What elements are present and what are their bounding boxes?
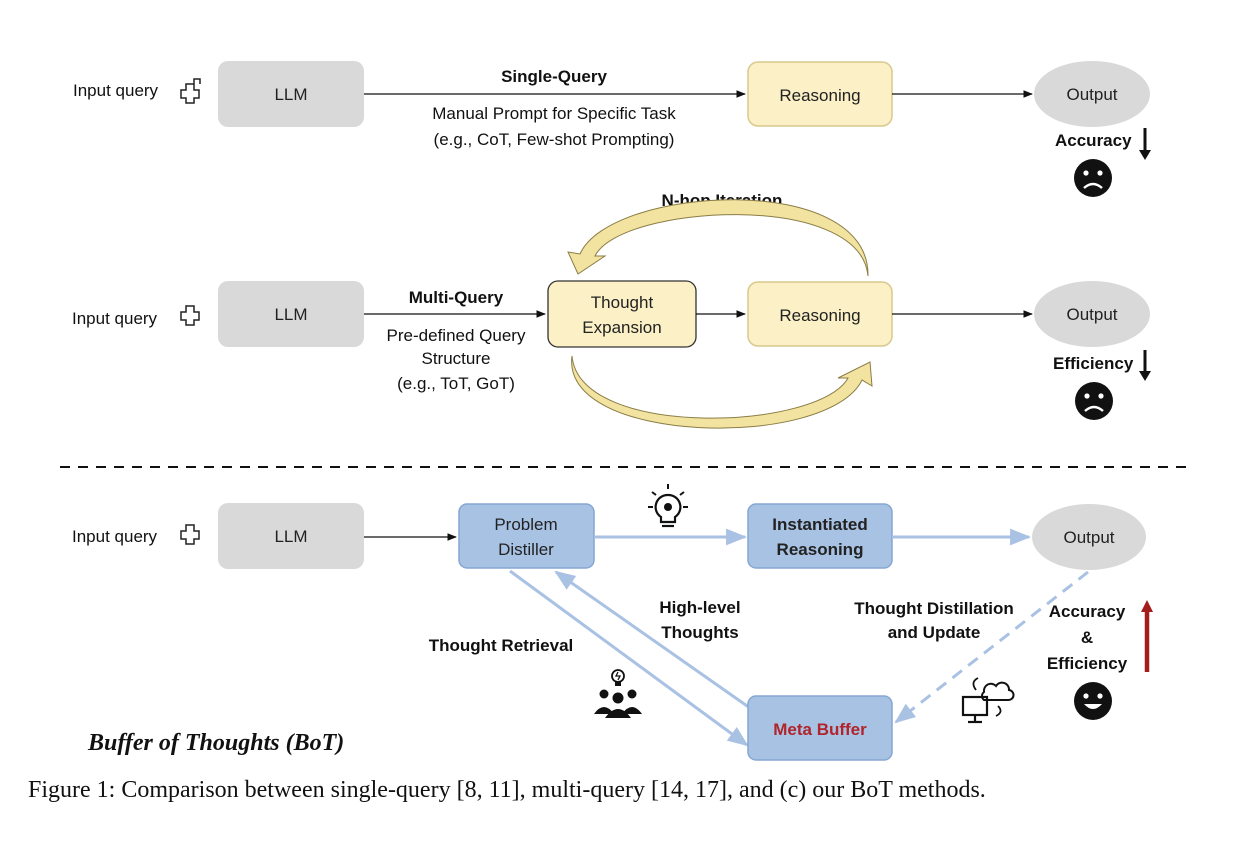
happy-face-icon [1074, 682, 1112, 720]
input-query-label: Input query [72, 309, 158, 328]
sad-face-icon [1075, 382, 1113, 420]
input-query-label: Input query [72, 527, 158, 546]
meta-buffer-box [747, 695, 893, 761]
thought-expansion-box [547, 280, 697, 348]
llm-box [218, 503, 364, 569]
llm-label: LLM [274, 85, 307, 104]
multi-query-title: Multi-Query [409, 288, 504, 307]
computer-cloud-sync-icon [961, 677, 1015, 724]
bot-row: Input query LLM Problem Distiller Instan… [72, 484, 1153, 761]
output-label: Output [1063, 528, 1114, 547]
multi-query-desc-line3: (e.g., ToT, GoT) [397, 374, 515, 393]
thought-expansion-line2: Expansion [582, 318, 661, 337]
output-label: Output [1066, 85, 1117, 104]
accuracy-efficiency-line2: & [1081, 628, 1093, 647]
multi-query-desc-line1: Pre-defined Query [387, 326, 526, 345]
thought-distillation-arrow [894, 570, 1089, 724]
instantiated-reasoning-line1: Instantiated [772, 515, 867, 534]
down-arrow-icon [1139, 128, 1151, 160]
accuracy-efficiency-line1: Accuracy [1049, 602, 1126, 621]
problem-distiller-line1: Problem [494, 515, 557, 534]
output-ellipse [1032, 504, 1146, 570]
up-arrow-icon [1141, 600, 1153, 672]
people-idea-icon [594, 669, 642, 718]
multi-query-desc-line2: Structure [422, 349, 491, 368]
llm-label: LLM [274, 305, 307, 324]
efficiency-metric: Efficiency [1053, 354, 1134, 373]
sad-face-icon [1074, 159, 1112, 197]
bot-title: Buffer of Thoughts (BoT) [87, 730, 344, 756]
high-level-thoughts-arrow [554, 570, 751, 710]
iteration-top-curved-arrow [567, 199, 869, 277]
plus-icon [180, 305, 200, 326]
multi-query-row: Input query LLM Multi-Query Pre-defined … [72, 191, 1151, 429]
output-ellipse [1034, 281, 1150, 347]
thought-distillation-line1: Thought Distillation [854, 599, 1014, 618]
thought-retrieval-label: Thought Retrieval [429, 636, 574, 655]
single-query-row: Input query LLM Single-Query Manual Prom… [73, 61, 1151, 197]
llm-box [218, 61, 364, 127]
accuracy-metric: Accuracy [1055, 131, 1132, 150]
figure-caption: Figure 1: Comparison between single-quer… [28, 777, 986, 803]
plus-icon [180, 78, 201, 104]
input-query-label: Input query [73, 81, 159, 100]
high-level-thoughts-line2: Thoughts [661, 623, 738, 642]
output-label: Output [1066, 305, 1117, 324]
single-query-desc-line2: (e.g., CoT, Few-shot Prompting) [434, 130, 675, 149]
reasoning-label: Reasoning [779, 306, 860, 325]
thought-retrieval-arrow [509, 569, 749, 747]
instantiated-reasoning-line2: Reasoning [777, 540, 864, 559]
llm-label: LLM [274, 527, 307, 546]
lightbulb-gear-icon [648, 484, 688, 528]
llm-box [218, 281, 364, 347]
high-level-thoughts-line1: High-level [659, 598, 740, 617]
single-query-title: Single-Query [501, 67, 607, 86]
thought-expansion-line1: Thought [591, 293, 654, 312]
thought-distillation-line2: and Update [888, 623, 981, 642]
output-ellipse [1034, 61, 1150, 127]
iteration-bottom-curved-arrow [571, 355, 873, 429]
single-query-desc-line1: Manual Prompt for Specific Task [432, 104, 676, 123]
accuracy-efficiency-line3: Efficiency [1047, 654, 1128, 673]
reasoning-label: Reasoning [779, 86, 860, 105]
plus-icon [180, 524, 200, 545]
down-arrow-icon [1139, 350, 1151, 381]
meta-buffer-label: Meta Buffer [773, 720, 867, 739]
problem-distiller-line2: Distiller [498, 540, 554, 559]
